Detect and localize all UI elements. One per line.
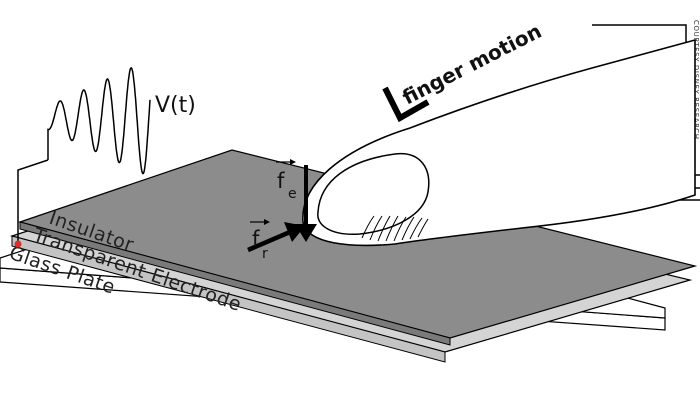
svg-text:r: r: [262, 246, 268, 262]
credit-text: COURTESY DISNEY RESEARCH: [692, 20, 700, 140]
friction-force-arrow: [247, 222, 305, 253]
friction-force-label: f r: [250, 219, 270, 262]
finger-illustration: [302, 38, 696, 247]
signal-source: [14, 67, 151, 248]
electrode-contact-dot: [14, 240, 22, 248]
svg-text:f: f: [252, 227, 260, 251]
electrostatic-force-label: f e: [276, 159, 297, 202]
fingertip-contact-ridges: [361, 215, 429, 242]
voltage-waveform: [47, 67, 151, 175]
voltage-label: V(t): [155, 93, 196, 118]
svg-text:e: e: [288, 186, 297, 202]
svg-text:f: f: [277, 169, 285, 193]
finger-motion-arrow: [382, 86, 430, 123]
